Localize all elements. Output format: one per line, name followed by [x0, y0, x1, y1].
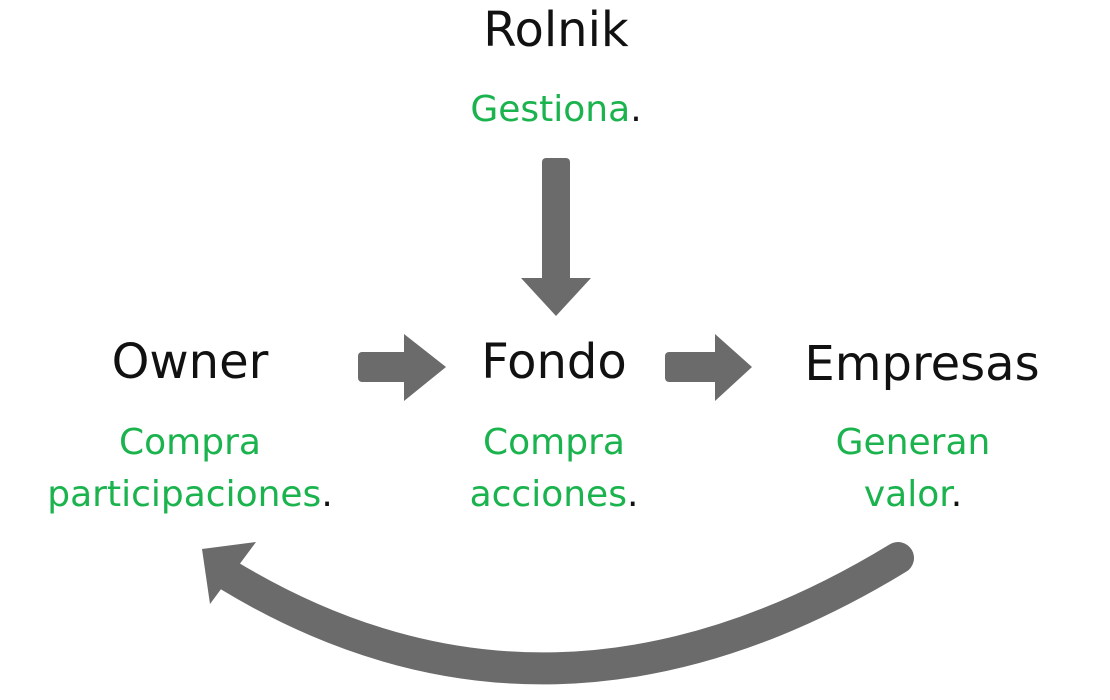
desc-line: valor	[863, 474, 951, 515]
node-desc-empresas: Generan valor.	[763, 417, 1063, 521]
node-title-empresas: Empresas	[804, 336, 1040, 392]
desc-period: .	[626, 474, 639, 515]
arrow-fondo-to-empresas	[665, 334, 752, 401]
node-title-rolnik: Rolnik	[483, 2, 629, 58]
desc-line: participaciones	[47, 474, 322, 515]
desc-period: .	[630, 89, 642, 130]
desc-line: acciones	[469, 474, 627, 515]
node-desc-owner: Compra participaciones.	[10, 417, 370, 521]
node-desc-fondo: Compra acciones.	[404, 417, 704, 521]
desc-period: .	[321, 474, 333, 515]
node-desc-rolnik: Gestiona.	[406, 84, 706, 136]
arrow-rolnik-to-fondo	[521, 158, 591, 316]
arrow-owner-to-fondo	[358, 334, 446, 401]
node-title-owner: Owner	[111, 334, 269, 390]
desc-line: Generan	[835, 422, 991, 463]
desc-line: Gestiona	[470, 89, 631, 130]
node-title-fondo: Fondo	[481, 334, 627, 390]
arrow-empresas-to-owner	[202, 542, 914, 685]
desc-line: Compra	[119, 422, 261, 463]
desc-period: .	[950, 474, 963, 515]
desc-line: Compra	[483, 422, 625, 463]
